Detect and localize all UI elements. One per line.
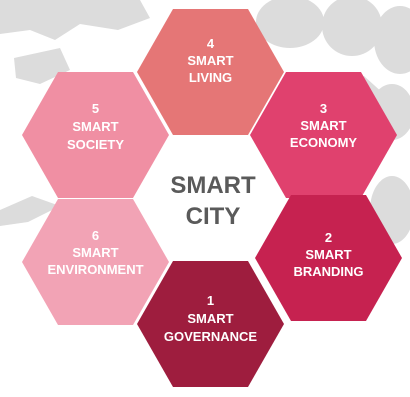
hexagon-shape bbox=[22, 199, 169, 325]
hexagon-smart-economy: 3 SMART ECONOMY bbox=[250, 72, 397, 198]
hexagon-line1: SMART bbox=[300, 118, 346, 133]
hexagon-smart-city-center: SMART CITY bbox=[143, 139, 283, 261]
hexagon-number: 5 bbox=[92, 101, 99, 116]
hexagon-line1: SMART bbox=[72, 119, 118, 134]
hexagon-line2: ECONOMY bbox=[290, 135, 358, 150]
hexagon-smart-environment: 6 SMART ENVIRONMENT bbox=[22, 199, 169, 325]
center-hexagon-shape bbox=[143, 139, 283, 261]
hexagon-smart-governance: 1 SMART GOVERNANCE bbox=[137, 261, 284, 387]
hexagon-smart-branding: 2 SMART BRANDING bbox=[255, 195, 402, 321]
hexagon-number: 4 bbox=[207, 36, 215, 51]
hexagon-shape bbox=[22, 72, 169, 198]
hexagon-line2: ENVIRONMENT bbox=[47, 262, 143, 277]
hexagon-shape bbox=[137, 261, 284, 387]
hexagon-line2: GOVERNANCE bbox=[164, 329, 258, 344]
hexagon-number: 2 bbox=[325, 230, 332, 245]
hexagon-line2: BRANDING bbox=[293, 264, 363, 279]
hexagon-shape bbox=[255, 195, 402, 321]
hexagon-smart-society: 5 SMART SOCIETY bbox=[22, 72, 169, 198]
center-title-line1: SMART bbox=[170, 172, 256, 199]
hexagon-line1: SMART bbox=[72, 245, 118, 260]
center-title-line2: CITY bbox=[186, 203, 241, 230]
hexagon-line1: SMART bbox=[305, 247, 351, 262]
hexagon-line2: LIVING bbox=[189, 70, 232, 85]
hexagon-shape bbox=[137, 9, 284, 135]
hexagon-number: 1 bbox=[207, 293, 214, 308]
hexagon-line1: SMART bbox=[187, 311, 233, 326]
hexagon-smart-living: 4 SMART LIVING bbox=[137, 9, 284, 135]
hexagon-number: 6 bbox=[92, 228, 99, 243]
hexagon-line1: SMART bbox=[187, 53, 233, 68]
hexagon-line2: SOCIETY bbox=[67, 137, 124, 152]
hexagon-number: 3 bbox=[320, 101, 327, 116]
hexagon-shape bbox=[250, 72, 397, 198]
